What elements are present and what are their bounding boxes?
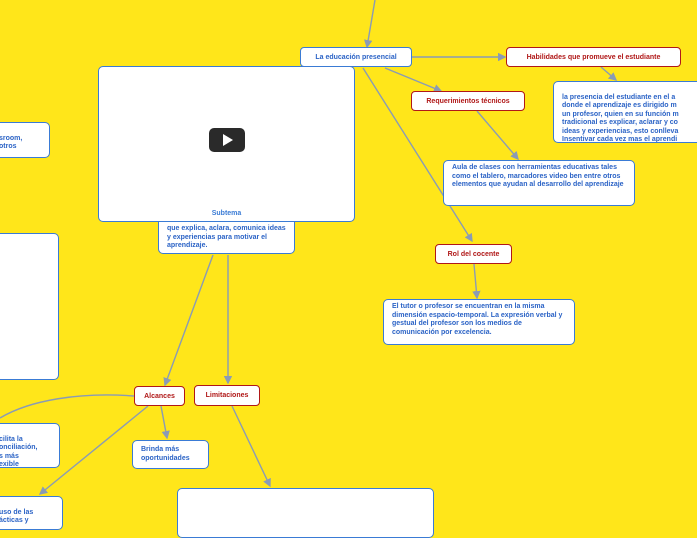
rol-desc-text: El tutor o profesor se encuentran en la …: [392, 303, 563, 336]
line-alcances-left: [38, 405, 149, 495]
video-node[interactable]: Subtema: [98, 66, 355, 222]
rol-desc-node[interactable]: El tutor o profesor se encuentran en la …: [383, 299, 575, 345]
line-center-alcances: [163, 254, 214, 387]
habilidades-desc-text: la presencia del estudiante en el a dond…: [562, 93, 679, 143]
limitaciones-label: Limitaciones: [205, 392, 249, 399]
center-desc-text: que explica, aclara, comunica ideas y ex…: [167, 225, 286, 249]
presencial-node[interactable]: La educación presencial: [300, 47, 412, 67]
left-bottom-text: uso de las ácticas y: [0, 508, 34, 525]
requerimientos-desc-text: Aula de clases con herramientas educativ…: [452, 164, 624, 188]
line-rol-desc: [472, 263, 481, 300]
line-requerimientos-desc: [476, 110, 519, 161]
connector-lines: [0, 0, 618, 495]
habilidades-desc-node[interactable]: la presencia del estudiante en el a dond…: [553, 81, 697, 143]
oportunidades-node[interactable]: Brinda más oportunidades: [132, 440, 209, 469]
oportunidades-text: Brinda más oportunidades: [141, 446, 190, 462]
presencial-label: La educación presencial: [315, 53, 397, 61]
subtema-label: Subtema: [211, 210, 242, 217]
line-presencial-rol: [362, 67, 473, 243]
line-habilidades-desc: [600, 66, 618, 81]
line-top-presencial: [364, 0, 376, 49]
play-icon[interactable]: [209, 128, 245, 152]
left-top-text: sroom, otros: [0, 134, 23, 151]
habilidades-label: Habilidades que promueve el estudiante: [526, 53, 661, 61]
left-facilita-text: cilita la onciliación, s más exible: [0, 435, 38, 469]
alcances-node[interactable]: Alcances: [134, 386, 185, 406]
left-facilita-node[interactable]: cilita la onciliación, s más exible: [0, 423, 60, 468]
line-limitaciones-bottom: [231, 405, 271, 488]
line-alcances-oportunidades: [160, 405, 170, 440]
line-alcances-curve: [0, 394, 135, 419]
alcances-label: Alcances: [144, 392, 175, 400]
requerimientos-node[interactable]: Requerimientos técnicos: [411, 91, 525, 111]
rol-node[interactable]: Rol del cocente: [435, 244, 512, 264]
line-presencial-requerimientos: [384, 67, 443, 93]
left-top-node[interactable]: sroom, otros: [0, 122, 50, 158]
bottom-large-node[interactable]: [177, 488, 434, 538]
habilidades-node[interactable]: Habilidades que promueve el estudiante: [506, 47, 681, 67]
requerimientos-label: Requerimientos técnicos: [426, 97, 510, 105]
left-bottom-node[interactable]: uso de las ácticas y: [0, 496, 63, 530]
left-large-node[interactable]: [0, 233, 59, 380]
rol-label: Rol del cocente: [447, 250, 500, 258]
requerimientos-desc-node[interactable]: Aula de clases con herramientas educativ…: [443, 160, 635, 206]
limitaciones-node[interactable]: Limitaciones: [194, 385, 260, 406]
